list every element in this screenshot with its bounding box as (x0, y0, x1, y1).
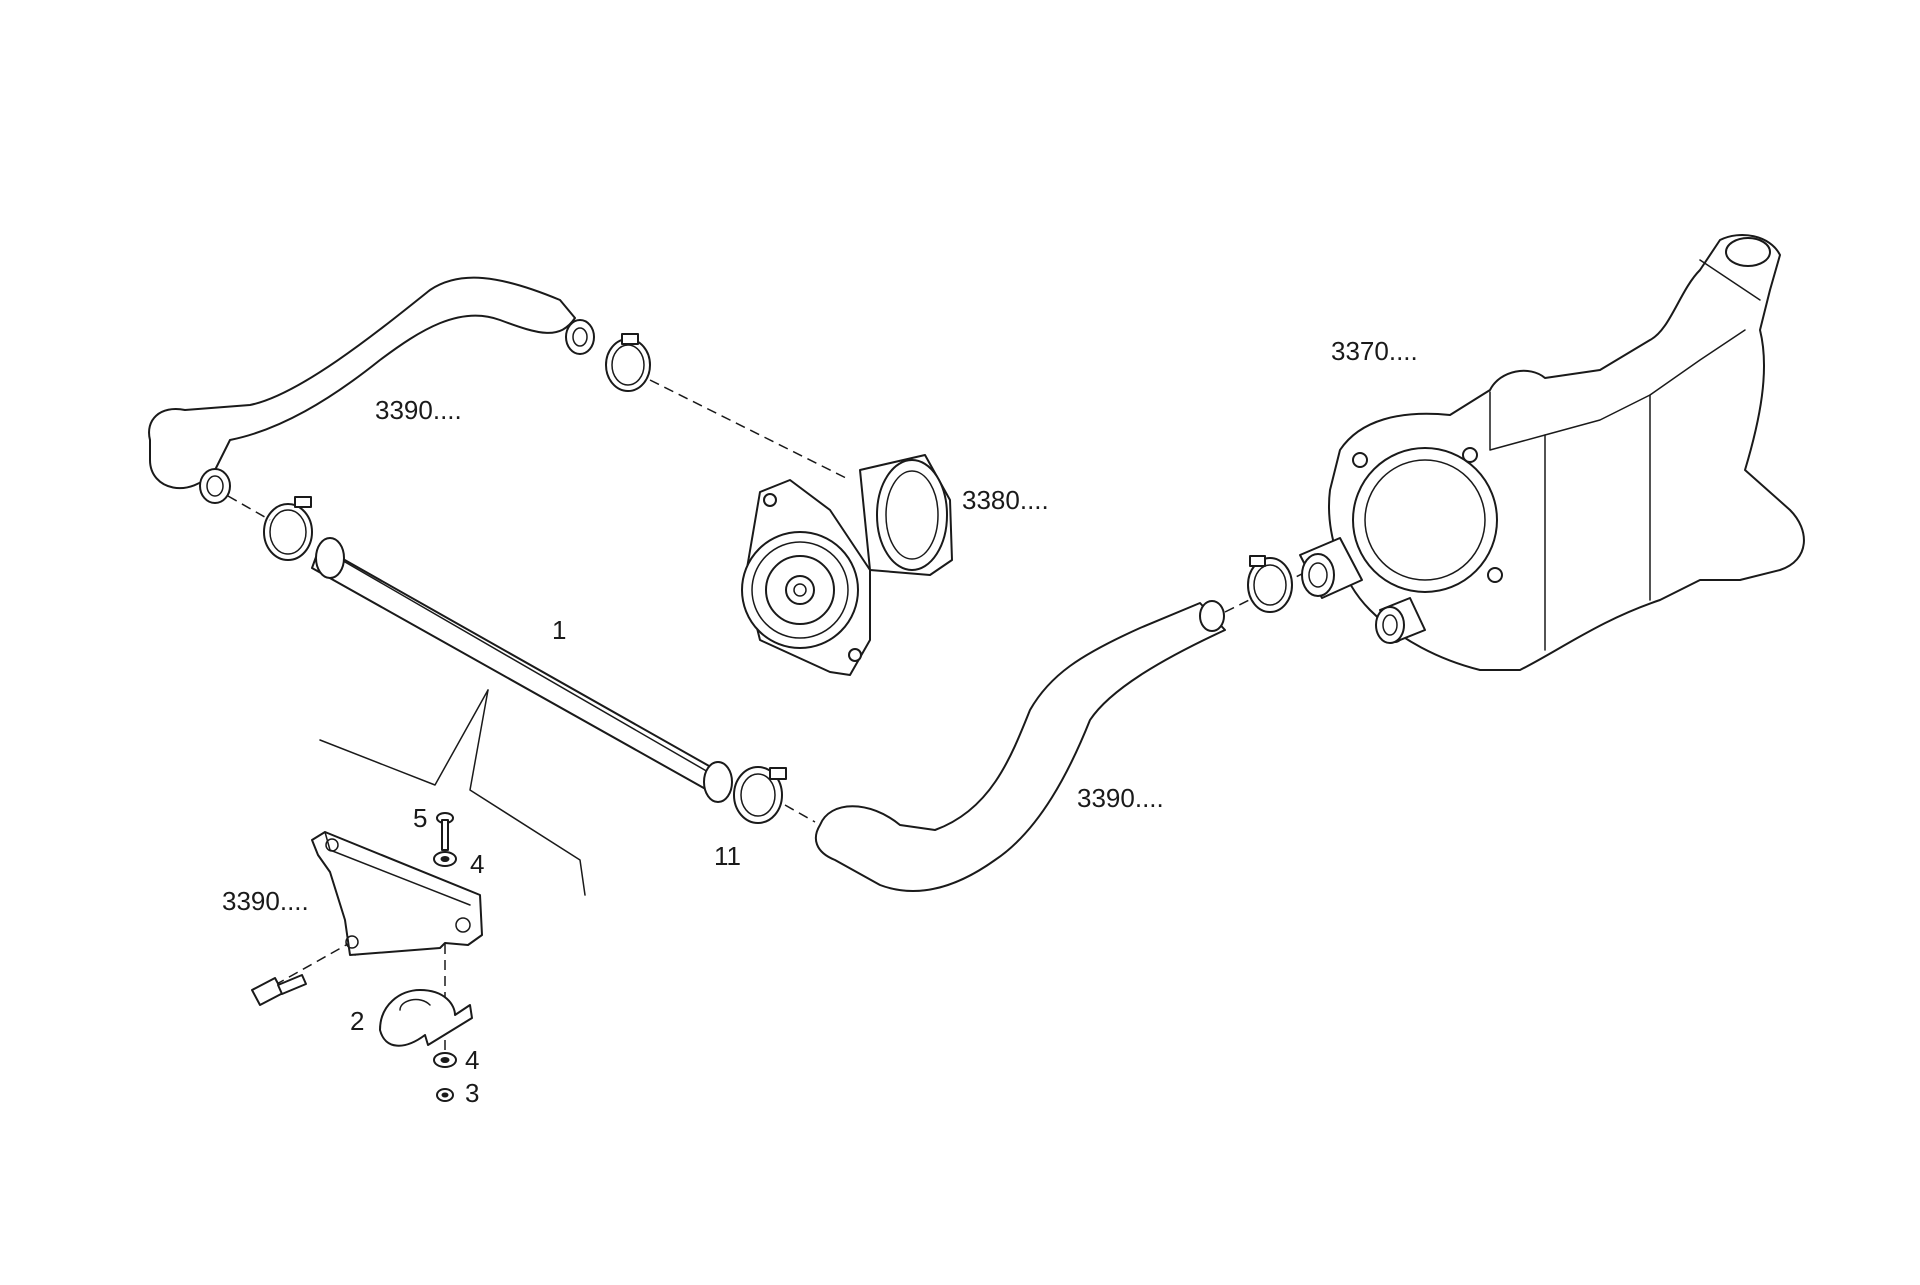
hose-clamp-upper[interactable] (605, 333, 651, 392)
label-water-pump: 3380.... (962, 485, 1049, 515)
assembly-line-left (227, 495, 271, 521)
label-pipe: 1 (552, 615, 567, 645)
bracket[interactable] (311, 831, 483, 956)
assembly-line-pipe-right (784, 804, 816, 823)
label-washer-upper: 4 (470, 849, 485, 879)
washer-upper[interactable] (433, 851, 457, 867)
label-clip: 2 (350, 1006, 365, 1036)
label-clamp: 11 (714, 841, 741, 871)
clamp-11[interactable] (733, 766, 787, 824)
clip[interactable] (379, 989, 473, 1047)
label-hose-upper: 3390.... (375, 395, 462, 425)
label-screw: 5 (413, 803, 428, 833)
assembly-line-bracket (274, 939, 356, 986)
bolt[interactable] (251, 974, 307, 1006)
label-hose-lower: 3390.... (1077, 783, 1164, 813)
label-nut: 3 (465, 1078, 480, 1108)
hose-clamp-housing[interactable] (1247, 555, 1293, 613)
leader-fasteners (469, 689, 586, 896)
label-housing: 3370.... (1331, 336, 1418, 366)
upper-hose[interactable] (148, 276, 595, 504)
lower-hose[interactable] (814, 600, 1226, 892)
label-washer-lower: 4 (465, 1045, 480, 1075)
label-bracket: 3390.... (222, 886, 309, 916)
assembly-line-upper (649, 379, 851, 481)
pipe[interactable] (311, 537, 733, 803)
leader-pipe (319, 689, 489, 786)
washer-lower[interactable] (433, 1052, 457, 1068)
screw[interactable] (436, 812, 454, 851)
water-pump[interactable] (741, 454, 953, 676)
hose-clamp-left[interactable] (263, 496, 313, 561)
housing[interactable] (1299, 234, 1805, 671)
nut[interactable] (436, 1088, 454, 1102)
